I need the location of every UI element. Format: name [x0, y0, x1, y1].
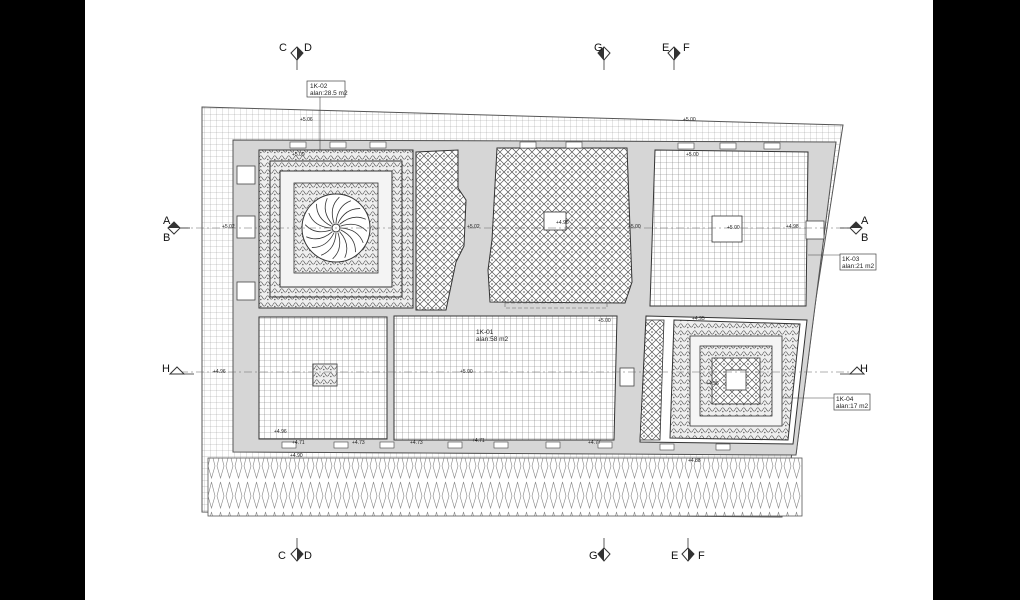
elevation-label: +5.02: [222, 224, 235, 230]
elevation-label: +5.00: [727, 225, 740, 231]
room-area: alan:17 m2: [836, 403, 869, 410]
section-letter: A: [861, 215, 869, 227]
elevation-label: +4.96: [274, 429, 287, 435]
section-letter: B: [163, 232, 170, 244]
section-letter: A: [163, 215, 171, 227]
elevation-label: +5.00: [628, 224, 641, 230]
section-marker-ef-bottom: E F: [671, 538, 705, 562]
section-marker-g-bottom: G: [589, 538, 611, 562]
section-letter: B: [861, 232, 868, 244]
section-marker-cd-top: C D: [279, 42, 312, 70]
rosette-spoke: [320, 232, 337, 256]
section-letter: C: [278, 550, 286, 562]
elevation-label: +4.73: [352, 440, 365, 446]
elevation-label: +4.90: [290, 453, 303, 459]
rosette-spoke: [337, 208, 361, 224]
section-marker-ef-top: E F: [662, 42, 690, 70]
rosette-spoke: [340, 227, 364, 244]
room-left-lower: [258, 316, 388, 440]
elevation-label: +4.95: [692, 316, 705, 322]
rosette-spoke: [316, 203, 332, 227]
section-letter: H: [860, 363, 868, 375]
elevation-label: +4.73: [410, 440, 423, 446]
rosette-spoke: [332, 232, 341, 260]
section-marker-ab-right: A B: [840, 215, 869, 244]
section-marker-cd-bottom: C D: [278, 538, 312, 562]
rosette-ornament: [304, 196, 368, 260]
room-area: alan:28.5 m2: [310, 90, 348, 97]
room-area: alan:21 m2: [842, 263, 875, 270]
elevation-label: +4.96: [706, 381, 719, 387]
room-code: 1K-01: [476, 329, 494, 336]
room-1k02: [258, 149, 414, 309]
room-tag-1k04: 1K-04 alan:17 m2: [782, 393, 871, 411]
room-tag-1k03: 1K-03 alan:21 m2: [808, 253, 877, 271]
section-letter: H: [162, 363, 170, 375]
wall-niches: [236, 141, 825, 451]
elevation-label: +5.02: [467, 224, 480, 230]
rosette-spoke: [340, 229, 356, 253]
elevation-label: +4.96: [213, 369, 226, 375]
room-1k01: [393, 315, 618, 441]
section-letter: D: [304, 550, 312, 562]
rosette-spoke: [304, 224, 332, 233]
section-letter: F: [683, 42, 690, 54]
room-code: 1K-02: [310, 83, 328, 90]
section-letter: G: [589, 550, 598, 562]
room-tag-1k02: 1K-02 alan:28.5 m2: [306, 80, 348, 150]
elevation-label: +5.06: [300, 117, 313, 123]
room-code: 1K-04: [836, 396, 854, 403]
section-marker-ab-left: A B: [163, 215, 190, 244]
section-marker-h-left: H: [162, 363, 194, 375]
elevation-label: +4.71: [472, 438, 485, 444]
elevation-label: +5.09: [292, 152, 305, 158]
elevation-label: +4.96: [556, 220, 569, 226]
rosette-spoke: [339, 231, 348, 258]
rosette-spoke: [306, 231, 333, 240]
elevation-marks: +5.06 +5.00 +5.02 +5.02 +4.96 +5.00 +5.0…: [213, 117, 799, 464]
elevation-label: +4.98: [786, 224, 799, 230]
section-letter: F: [698, 550, 705, 562]
room-tag-1k01: 1K-01 alan:58 m2: [476, 329, 509, 343]
section-lines: [180, 227, 860, 373]
section-marker-g-top: G: [594, 42, 611, 70]
rosette-spoke: [335, 200, 352, 224]
elevation-label: +4.77: [588, 440, 601, 446]
room-code: 1K-03: [842, 256, 860, 263]
section-letter: G: [594, 42, 603, 54]
section-letter: E: [671, 550, 678, 562]
rosette-spoke: [308, 212, 332, 229]
elevation-label: +4.71: [292, 440, 305, 446]
section-letter: E: [662, 42, 669, 54]
room-1k02-annex: [415, 149, 467, 311]
room-lattice-central: [487, 147, 633, 309]
room-area: alan:58 m2: [476, 336, 509, 343]
rosette-spoke: [324, 198, 333, 225]
elevation-label: +5.00: [598, 318, 611, 324]
elevation-label: +5.00: [683, 117, 696, 123]
elevation-label: +5.00: [686, 152, 699, 158]
room-1k04: [639, 315, 808, 445]
rosette-spoke: [331, 196, 340, 224]
elevation-label: +5.00: [460, 369, 473, 375]
section-letter: D: [304, 42, 312, 54]
rosette-spoke: [339, 216, 366, 225]
rosette-spoke: [311, 232, 335, 248]
elevation-label: +4.88: [688, 458, 701, 464]
section-marker-h-right: H: [840, 363, 868, 375]
section-letter: C: [279, 42, 287, 54]
rosette-spoke: [340, 223, 368, 232]
